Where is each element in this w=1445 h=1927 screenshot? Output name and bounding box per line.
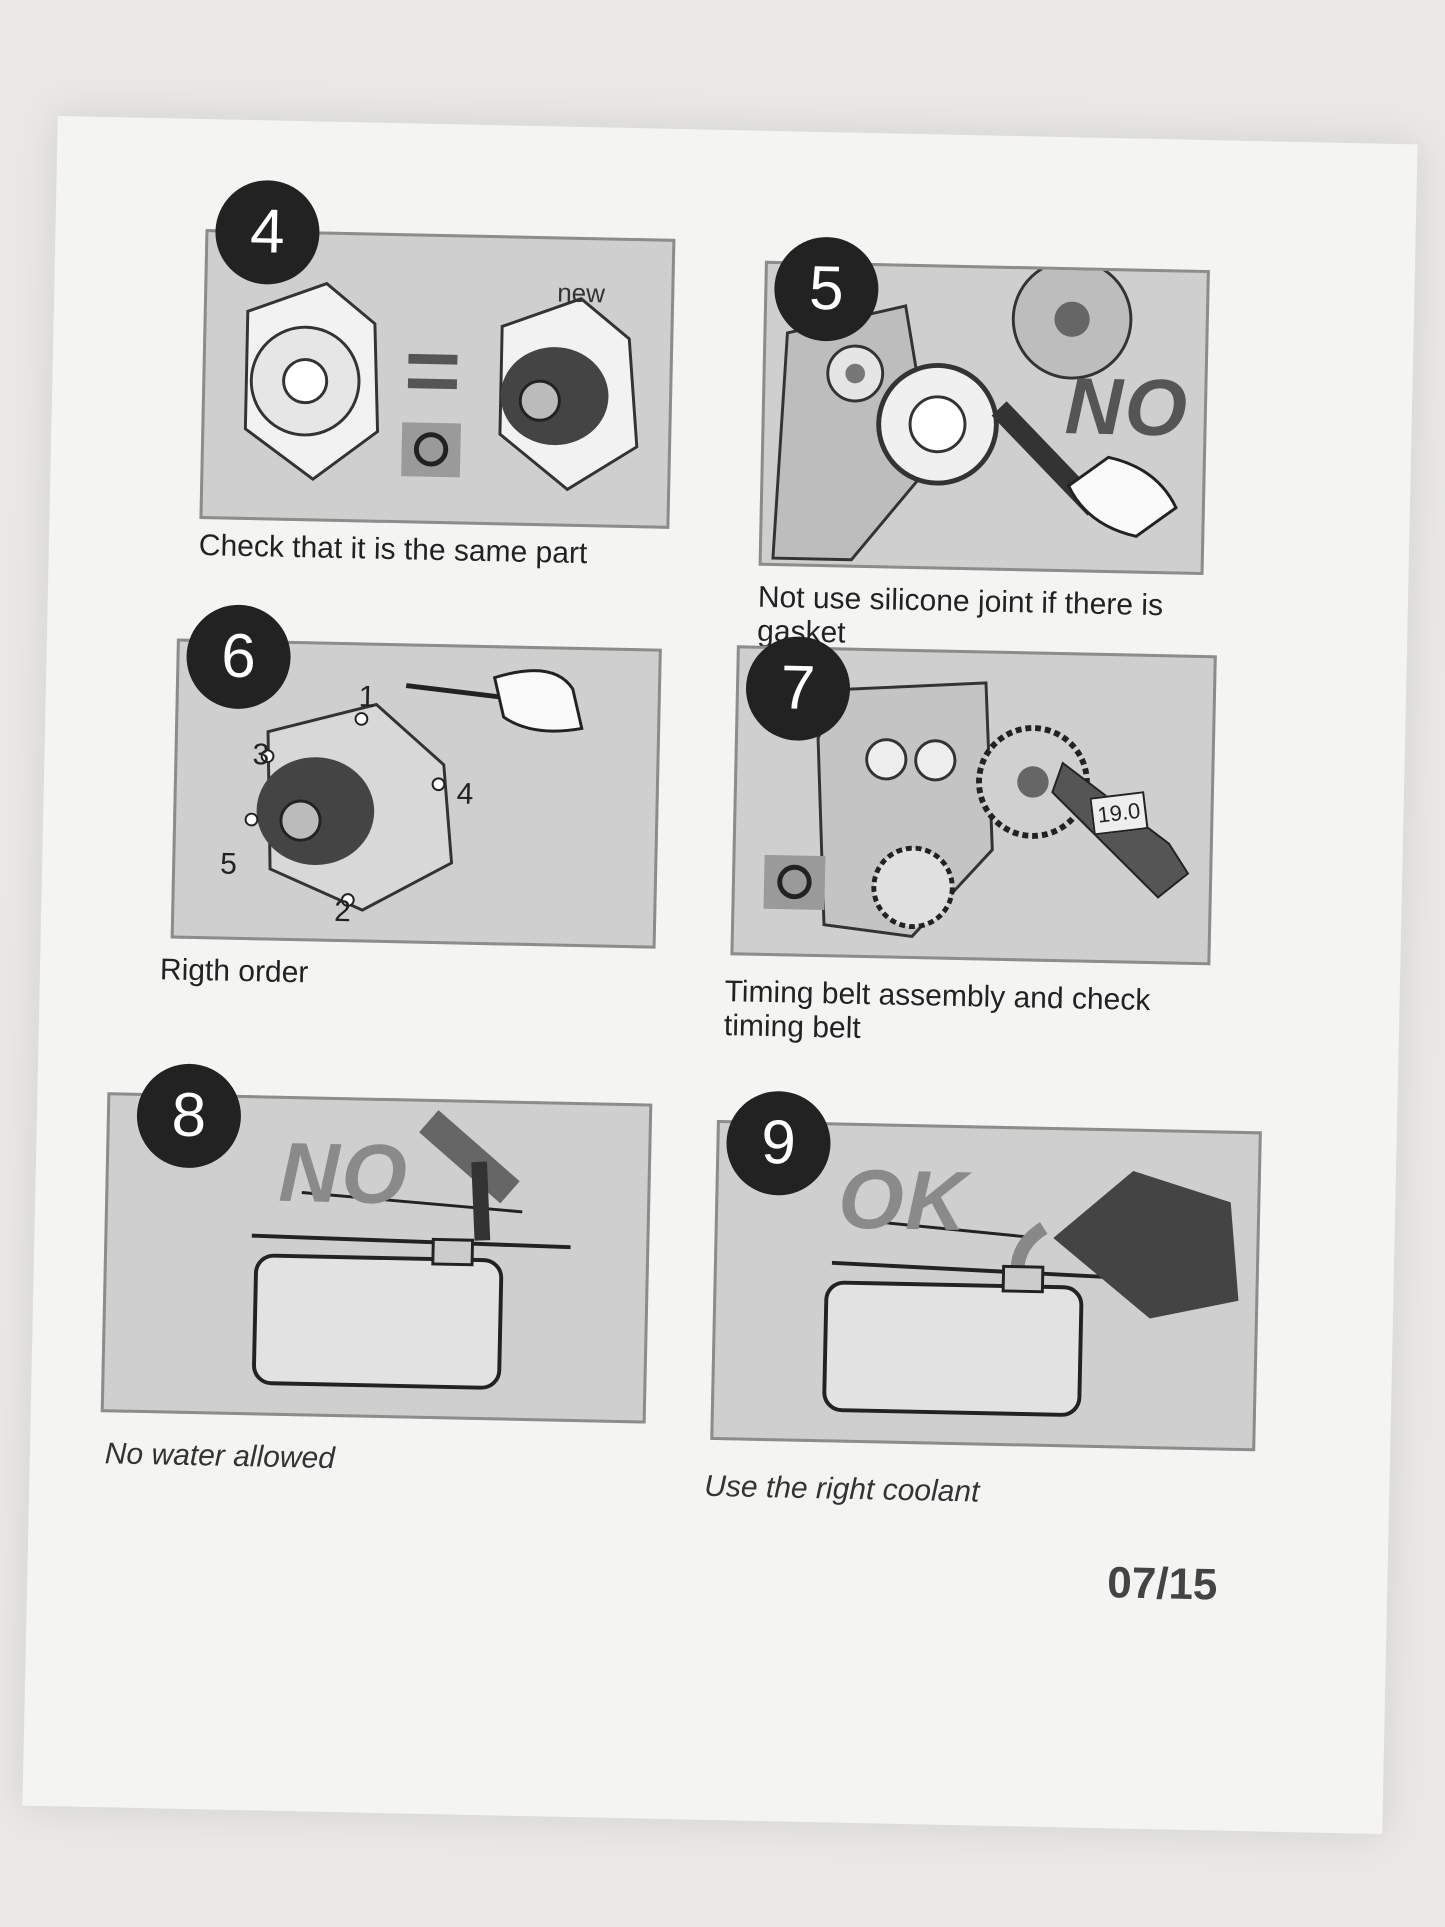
step-9-caption: Use the right coolant: [703, 1469, 980, 1509]
bolt-label-3: 3: [252, 738, 270, 772]
bolt-label-1: 1: [358, 680, 376, 714]
engine-block-silicone-icon: [771, 263, 1178, 562]
step-7-illustration: 19.0: [730, 645, 1217, 966]
step-6-illustration: 1 2 3 4 5: [170, 638, 662, 949]
page-number: 07/15: [1106, 1558, 1218, 1610]
step-7-caption: Timing belt assembly and check timing be…: [723, 975, 1151, 1045]
bolt-label-4: 4: [456, 777, 474, 811]
no-stamp: NO: [1064, 361, 1190, 453]
water-pump-compare-icon: [243, 281, 639, 492]
bolt-label-2: 2: [333, 894, 352, 929]
step-9-illustration: OK: [710, 1119, 1262, 1452]
step-6-caption: Rigth order: [159, 953, 309, 990]
step-5-illustration: NO: [758, 260, 1210, 576]
timing-belt-tester-icon: [763, 681, 1190, 938]
coolant-pouring-icon: [822, 1170, 1239, 1417]
no-stamp: NO: [277, 1124, 410, 1222]
ok-stamp: OK: [837, 1151, 970, 1249]
step-8-illustration: NO: [100, 1092, 653, 1424]
instruction-sheet: new 4 Check that it is the same part NO …: [22, 115, 1418, 1835]
coolant-tank-tap-icon: [251, 1110, 571, 1390]
tension-meter-readout: 19.0: [1089, 791, 1149, 836]
step-8-caption: No water allowed: [104, 1437, 336, 1476]
pump-bolt-order-icon: [244, 669, 584, 912]
step-4-caption: Check that it is the same part: [198, 528, 588, 571]
step-4-illustration: new: [199, 229, 676, 529]
bolt-label-5: 5: [219, 847, 238, 881]
new-part-label: new: [556, 277, 606, 309]
